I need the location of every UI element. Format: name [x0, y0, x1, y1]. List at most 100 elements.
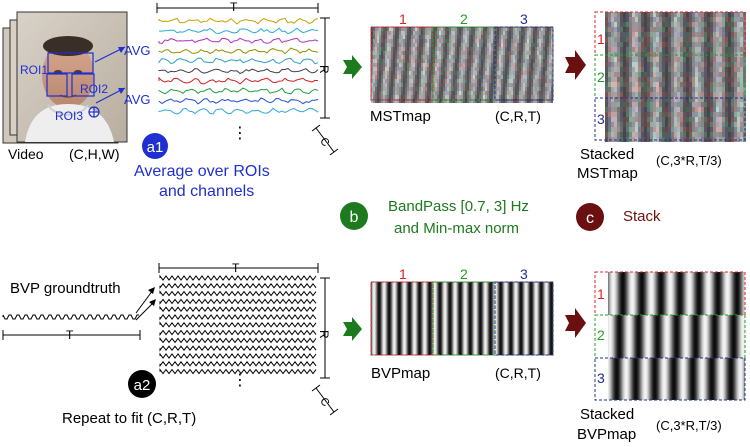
mst-pixel [403, 83, 405, 87]
sbvp-stripe [716, 315, 717, 358]
mst-pixel [469, 43, 471, 47]
mst-pixel [451, 55, 453, 59]
smst-pixel [629, 47, 632, 52]
smst-pixel [671, 22, 674, 27]
mst-pixel [547, 59, 549, 63]
mst-pixel [441, 31, 443, 35]
mst-pixel [435, 91, 437, 95]
mst-pixel [397, 63, 399, 67]
bvp-stripe [469, 282, 470, 355]
smst-pixel [704, 47, 707, 52]
mst-pixel [519, 35, 521, 39]
smst-pixel [626, 17, 629, 22]
mst-pixel [469, 51, 471, 55]
mst-pixel [455, 55, 457, 59]
mst-pixel [459, 95, 461, 99]
mst-pixel [503, 83, 505, 87]
smst-seg-label-1: 1 [597, 31, 605, 47]
mst-pixel [491, 71, 493, 75]
smst-pixel [677, 47, 680, 52]
mst-pixel [417, 95, 419, 99]
mst-pixel [389, 87, 391, 91]
bvp-stripe [545, 282, 546, 355]
smst-pixel [656, 42, 659, 47]
smst-pixel [719, 117, 722, 122]
mst-pixel [473, 39, 475, 43]
sbvp-stripe [688, 315, 689, 358]
sbvp-stripe [612, 358, 613, 400]
mst-pixel [397, 99, 399, 103]
sbvp-stripe [729, 272, 730, 315]
smst-pixel [737, 32, 740, 37]
mst-pixel [503, 63, 505, 67]
sbvp-stripe [638, 272, 639, 315]
mst-pixel [417, 71, 419, 75]
repeated-wave [159, 305, 317, 313]
mst-pixel [463, 59, 465, 63]
mst-pixel [497, 55, 499, 59]
sbvp-stripe [687, 315, 688, 358]
mst-pixel [405, 63, 407, 67]
smst-pixel [728, 97, 731, 102]
bvp-stripe [404, 282, 405, 355]
mst-pixel [415, 95, 417, 99]
sbvp-stripe [626, 272, 627, 315]
mst-pixel [401, 43, 403, 47]
mst-segment-2 [432, 26, 496, 101]
mst-pixel [539, 71, 541, 75]
mst-pixel [493, 59, 495, 63]
smst-pixel [674, 92, 677, 97]
smst-pixel [635, 72, 638, 77]
mst-pixel [377, 99, 379, 103]
mst-pixel [529, 31, 531, 35]
mst-pixel [433, 95, 435, 99]
smst-pixel [674, 62, 677, 67]
mst-pixel [511, 83, 513, 87]
mst-pixel [491, 99, 493, 103]
smst-pixel [683, 37, 686, 42]
smst-pixel [680, 102, 683, 107]
smst-pixel [677, 77, 680, 82]
sbvp-stripe [615, 272, 616, 315]
mst-pixel [505, 87, 507, 91]
mst-pixel [495, 55, 497, 59]
mst-pixel [411, 31, 413, 35]
bvp-stripe [512, 282, 513, 355]
mst-pixel [375, 87, 377, 91]
mst-pixel [427, 83, 429, 87]
smst-pixel [725, 47, 728, 52]
smst-seg-label-3: 3 [597, 111, 605, 127]
mst-pixel [449, 27, 451, 31]
smst-pixel [647, 22, 650, 27]
sbvp-stripe [703, 358, 704, 400]
smst-pixel [674, 27, 677, 32]
mst-pixel [503, 35, 505, 39]
smst-pixel [719, 77, 722, 82]
mst-pixel [419, 51, 421, 55]
sbvp-stripe [712, 358, 713, 400]
smst-pixel [671, 42, 674, 47]
mst-pixel [493, 67, 495, 71]
mst-pixel [465, 75, 467, 79]
mst-pixel [411, 75, 413, 79]
mst-pixel [525, 27, 527, 31]
mst-pixel [537, 31, 539, 35]
video-frames: ROI1 ROI2 ROI3 Video (C,H,W) [2, 11, 128, 162]
smst-pixel [689, 62, 692, 67]
smst-pixel [632, 132, 635, 137]
smst-pixel [683, 17, 686, 22]
mst-pixel [547, 39, 549, 43]
bvp-stripe [415, 282, 416, 355]
smst-pixel [671, 132, 674, 137]
smst-pixel [641, 67, 644, 72]
smst-pixel [707, 112, 710, 117]
mst-pixel [403, 35, 405, 39]
mst-pixel [493, 27, 495, 31]
smst-pixel [638, 22, 641, 27]
bvp-stripe [391, 282, 392, 355]
sbvp-stripe [655, 272, 656, 315]
mst-pixel [543, 47, 545, 51]
mst-pixel [517, 83, 519, 87]
mst-pixel [427, 91, 429, 95]
mst-pixel [483, 27, 485, 31]
